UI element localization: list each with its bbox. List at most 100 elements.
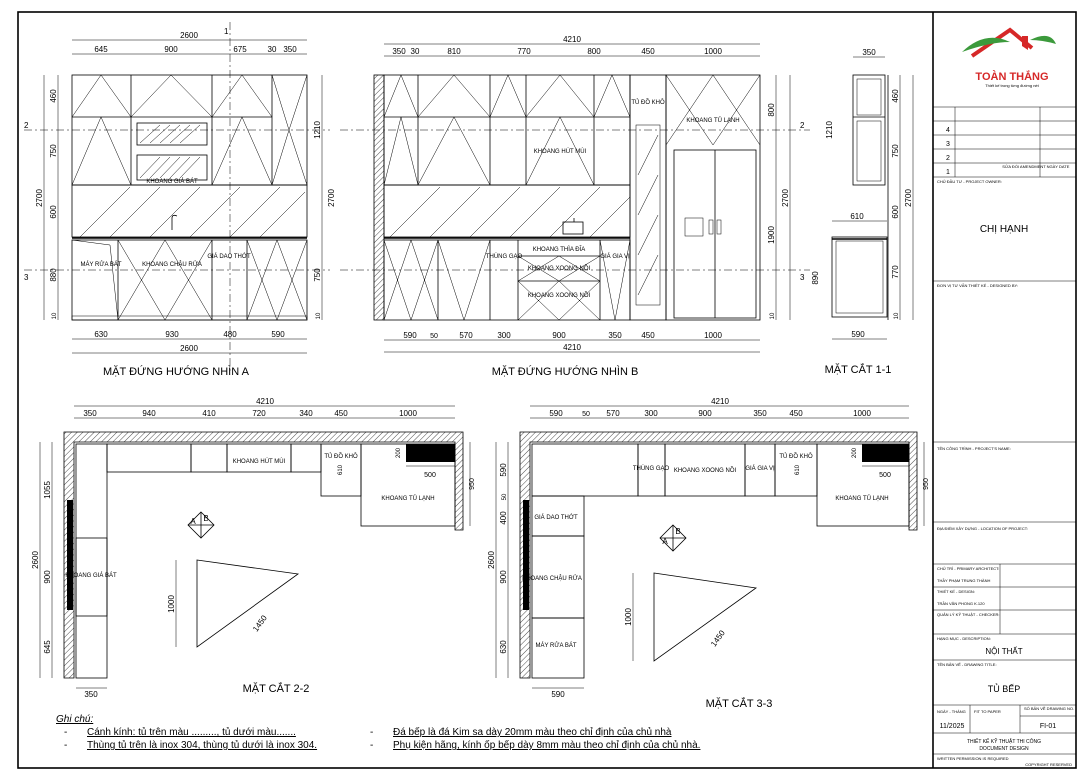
- svg-text:1450: 1450: [251, 613, 269, 633]
- svg-text:1000: 1000: [399, 409, 417, 418]
- svg-text:880: 880: [49, 268, 58, 282]
- label-gia-dao: GIÁ DAO THỚT: [207, 253, 251, 260]
- svg-text:340: 340: [299, 409, 313, 418]
- svg-text:350: 350: [283, 45, 297, 54]
- svg-text:900: 900: [43, 570, 52, 584]
- svg-text:10: 10: [894, 312, 900, 319]
- svg-text:10: 10: [316, 312, 322, 319]
- svg-text:1000: 1000: [704, 47, 722, 56]
- svg-text:1210: 1210: [825, 121, 834, 139]
- compass-22: A B: [187, 511, 215, 539]
- svg-text:B: B: [675, 527, 680, 536]
- drawing-number: FI-01: [1040, 723, 1056, 730]
- svg-text:DOCUMENT DESIGN: DOCUMENT DESIGN: [979, 746, 1029, 752]
- label-tu-lanh-b: KHOANG TỦ LẠNH: [686, 117, 739, 124]
- svg-text:300: 300: [497, 331, 511, 340]
- svg-text:645: 645: [43, 640, 52, 654]
- logo-name: TOÀN THẮNG: [975, 70, 1048, 83]
- svg-text:460: 460: [891, 89, 900, 103]
- svg-text:450: 450: [789, 409, 803, 418]
- svg-text:770: 770: [517, 47, 531, 56]
- svg-text:750: 750: [49, 144, 58, 158]
- svg-text:2700: 2700: [35, 189, 44, 207]
- svg-text:TÊN CÔNG TRÌNH - PROJECT'S NAM: TÊN CÔNG TRÌNH - PROJECT'S NAME:: [937, 446, 1011, 451]
- svg-text:NGÀY - THÁNG: NGÀY - THÁNG: [937, 709, 966, 714]
- svg-text:50: 50: [502, 493, 508, 500]
- svg-text:QUẢN LÝ KỸ THUẬT - CHECKER:: QUẢN LÝ KỸ THUẬT - CHECKER:: [937, 612, 1000, 617]
- svg-text:2600: 2600: [180, 344, 198, 353]
- svg-text:610: 610: [850, 212, 864, 221]
- title-section-1-1: MẶT CẮT 1-1: [825, 363, 892, 376]
- svg-text:3: 3: [800, 273, 805, 282]
- label-tu-lanh-33: KHOANG TỦ LẠNH: [835, 495, 888, 502]
- label-chau-rua-33: KHOANG CHẬU RỬA: [522, 575, 582, 582]
- sheet-border: [17, 11, 1077, 769]
- note-left-1: Cánh kính: tủ trên màu ........., tủ dướ…: [87, 726, 296, 738]
- svg-text:-: -: [64, 740, 67, 751]
- note-right-2: Phụ kiện hãng, kính ốp bếp dày 8mm màu t…: [393, 739, 700, 751]
- svg-text:200: 200: [396, 447, 402, 458]
- svg-text:1: 1: [224, 27, 229, 36]
- section-2-2: KHOANG HÚT MÙI TỦ ĐỒ KHÔ KHOANG TỦ LẠNH …: [31, 397, 476, 699]
- compass-33: A B: [659, 524, 687, 552]
- label-chau-rua: KHOANG CHẬU RỬA: [142, 261, 202, 268]
- label-may-rua-bat-33: MÁY RỬA BÁT: [535, 642, 576, 649]
- svg-text:400: 400: [499, 511, 508, 525]
- svg-text:200: 200: [852, 447, 858, 458]
- label-gia-bat-22: KHOANG GIÁ BÁT: [65, 572, 117, 579]
- svg-text:590: 590: [549, 409, 563, 418]
- notes: Ghi chú: - Cánh kính: tủ trên màu ......…: [56, 714, 700, 751]
- svg-text:30: 30: [268, 45, 277, 54]
- elevation-a: KHOANG GIÁ BÁT MÁY RỬA BÁT KHOANG CHẬU R…: [24, 22, 336, 378]
- note-left-2: Thùng tủ trên là inox 304, thùng tủ dưới…: [87, 739, 317, 751]
- label-tu-lanh-22: KHOANG TỦ LẠNH: [381, 495, 434, 502]
- svg-text:610: 610: [338, 464, 344, 475]
- svg-text:2600: 2600: [487, 551, 496, 569]
- label-thung-gao-33: THÙNG GẠO: [633, 465, 670, 472]
- svg-text:350: 350: [392, 47, 406, 56]
- svg-text:4210: 4210: [563, 343, 581, 352]
- svg-text:750: 750: [891, 144, 900, 158]
- drawing-title: TỦ BẾP: [988, 683, 1021, 694]
- label-hut-mui-22: KHOANG HÚT MÙI: [233, 458, 286, 465]
- svg-text:-: -: [370, 727, 373, 738]
- label-tu-do-kho-b: TỦ ĐỒ KHÔ: [631, 99, 665, 106]
- svg-text:590: 590: [851, 330, 865, 339]
- owner-name: CHỊ HẠNH: [980, 224, 1028, 235]
- title-section-2-2: MẶT CẮT 2-2: [243, 682, 310, 695]
- svg-text:THẦY PHẠM TRUNG THÀNH: THẦY PHẠM TRUNG THÀNH: [937, 578, 990, 583]
- svg-text:10: 10: [52, 312, 58, 319]
- title-section-3-3: MẶT CẮT 3-3: [706, 697, 773, 710]
- svg-text:800: 800: [767, 103, 776, 117]
- svg-text:2600: 2600: [31, 551, 40, 569]
- label-gia-vi-b: GIÁ GIA VỊ: [600, 253, 630, 260]
- svg-text:610: 610: [795, 464, 801, 475]
- section-3-3: THÙNG GẠO KHOANG XOONG NỒI GIÁ GIA VỊ TỦ…: [487, 397, 930, 710]
- title-elevation-a: MẶT ĐỨNG HƯỚNG NHÌN A: [103, 365, 250, 378]
- svg-text:50: 50: [582, 411, 590, 418]
- svg-text:1000: 1000: [853, 409, 871, 418]
- svg-text:2700: 2700: [781, 189, 790, 207]
- svg-text:SỐ BẢN VẼ DRAWING NO.: SỐ BẢN VẼ DRAWING NO.: [1024, 706, 1074, 711]
- svg-text:450: 450: [641, 331, 655, 340]
- company-logo: TOÀN THẮNG Thiết kế trong từng đường nét: [962, 27, 1056, 88]
- svg-text:4: 4: [946, 127, 950, 134]
- svg-text:-: -: [64, 727, 67, 738]
- svg-text:1900: 1900: [767, 226, 776, 244]
- svg-text:940: 940: [142, 409, 156, 418]
- svg-text:1055: 1055: [43, 481, 52, 499]
- label-thia-dia: KHOANG THÌA ĐĨA: [533, 246, 586, 253]
- svg-text:500: 500: [879, 472, 891, 479]
- svg-text:630: 630: [94, 330, 108, 339]
- label-tu-do-kho-33: TỦ ĐỒ KHÔ: [779, 453, 813, 460]
- svg-text:1000: 1000: [167, 595, 176, 613]
- svg-text:2: 2: [24, 121, 29, 130]
- svg-text:900: 900: [164, 45, 178, 54]
- svg-text:350: 350: [83, 409, 97, 418]
- svg-text:590: 590: [271, 330, 285, 339]
- svg-text:900: 900: [499, 570, 508, 584]
- label-xoong-noi-2: KHOANG XOONG NỒI: [528, 292, 591, 299]
- label-thung-gao-b: THÙNG GẠO: [486, 253, 523, 260]
- label-xoong-noi-33: KHOANG XOONG NỒI: [674, 467, 737, 474]
